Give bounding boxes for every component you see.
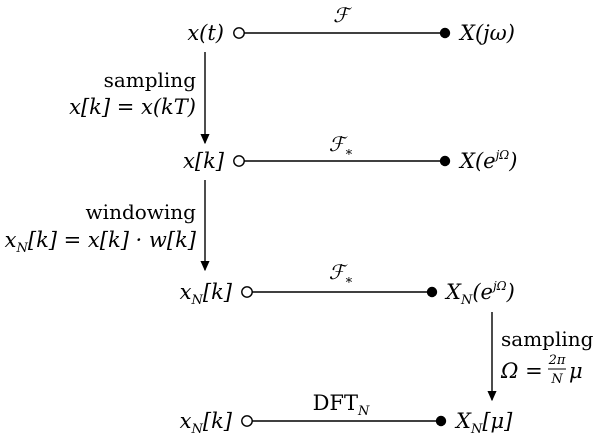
row2-filled-circle — [439, 155, 451, 167]
transition3-formula-rhs: μ — [569, 359, 583, 383]
transition3-formula: Ω = 2π N μ — [500, 353, 583, 387]
row4-filled-circle — [435, 415, 447, 427]
row2-left-signal: x[k] — [183, 149, 225, 173]
row2-right-spectrum: X(ejΩ) — [458, 148, 517, 173]
row4-transform-operator: DFTN — [313, 391, 370, 419]
row1-left-signal: x(t) — [187, 21, 224, 45]
transition3-fraction-numerator: 2π — [548, 353, 566, 368]
row3-transform-operator: ℱ∗ — [329, 260, 354, 288]
row3-right-spectrum: XN(ejΩ) — [444, 279, 515, 308]
transition3-fraction-denominator: N — [550, 372, 563, 387]
transition3-formula-lhs: Ω = — [500, 359, 543, 383]
row2-open-circle — [233, 155, 245, 167]
row3-filled-circle — [426, 286, 438, 298]
transition1-label: sampling — [104, 68, 197, 92]
transition2-formula: xN[k] = x[k] · w[k] — [5, 228, 197, 256]
transition1-formula: x[k] = x(kT) — [69, 95, 196, 119]
transition2-label: windowing — [86, 200, 197, 224]
row1-open-circle — [233, 27, 245, 39]
row2-transform-operator: ℱ∗ — [329, 132, 354, 160]
row1-transform-operator: ℱ — [333, 3, 352, 27]
row4-open-circle — [241, 415, 253, 427]
transition3-label: sampling — [501, 327, 594, 351]
row4-right-spectrum: XN[μ] — [454, 409, 513, 437]
row1-filled-circle — [439, 27, 451, 39]
row1-right-spectrum: X(jω) — [458, 21, 515, 45]
row4-left-signal: xN[k] — [180, 409, 233, 437]
row3-left-signal: xN[k] — [180, 280, 233, 308]
row3-open-circle — [241, 286, 253, 298]
